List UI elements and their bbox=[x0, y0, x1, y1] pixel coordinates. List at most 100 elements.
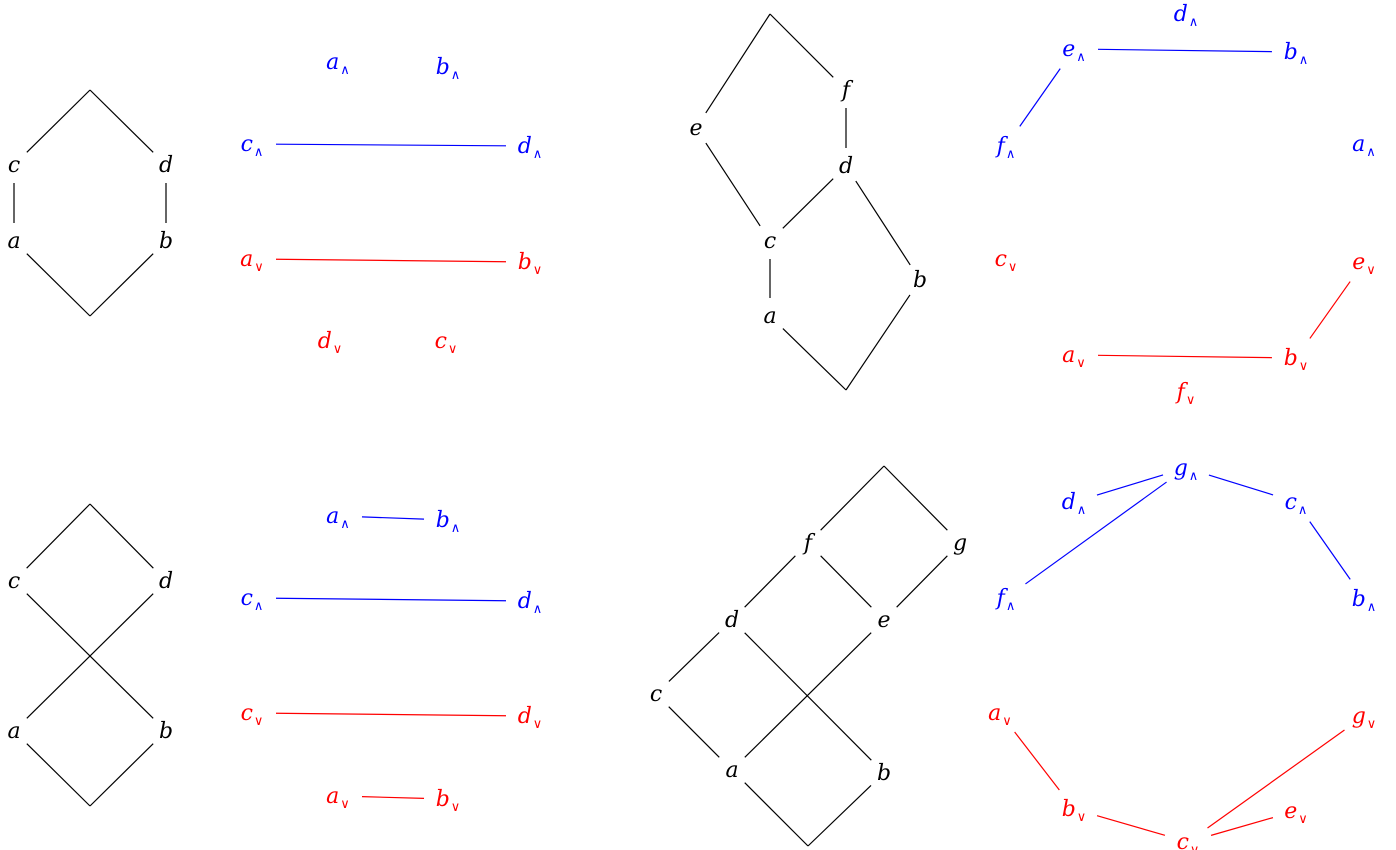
hasse-edge-1-d-b bbox=[855, 180, 911, 266]
graph-node-2-join-b: b∨ bbox=[436, 787, 461, 815]
hasse-node-3-g: g bbox=[953, 531, 967, 556]
graph-edge-3-0-2 bbox=[1208, 474, 1274, 496]
hasse-edge-2-d-a bbox=[26, 593, 154, 719]
graph-edge-3-5-7 bbox=[1014, 731, 1060, 791]
graph-node-1-meet-f: f∧ bbox=[995, 134, 1016, 162]
hasse-edge-0-b-bottom bbox=[89, 253, 154, 317]
hasse-node-1-d: d bbox=[839, 154, 853, 179]
hasse-edge-1-d-c bbox=[782, 178, 834, 229]
graph-edge-1-7-8 bbox=[1097, 354, 1273, 359]
hasse-node-0-d: d bbox=[159, 153, 173, 178]
graph-edge-3-9-6 bbox=[1207, 729, 1345, 829]
graph-node-3-meet-g: g∧ bbox=[1174, 456, 1199, 484]
hasse-node-1-f: f bbox=[840, 78, 854, 103]
graph-node-2-meet-b: b∧ bbox=[436, 508, 461, 536]
graph-node-0-meet-b: b∧ bbox=[436, 55, 461, 83]
hasse-node-3-e: e bbox=[877, 608, 890, 633]
hasse-node-3-a: a bbox=[725, 758, 738, 783]
graph-node-2-join-d: d∨ bbox=[518, 704, 543, 732]
graph-node-1-meet-a: a∧ bbox=[1352, 132, 1376, 160]
hasse-node-2-c: c bbox=[8, 569, 20, 594]
hasse-node-0-b: b bbox=[159, 229, 173, 254]
graph-edge-2-6-7 bbox=[361, 796, 425, 799]
graph-node-3-meet-b: b∧ bbox=[1352, 587, 1377, 615]
graph-edge-1-1-2 bbox=[1097, 48, 1273, 53]
graph-node-1-join-e: e∨ bbox=[1352, 250, 1376, 278]
graph-edge-3-7-9 bbox=[1096, 815, 1166, 836]
graph-node-1-join-f: f∨ bbox=[1175, 380, 1196, 408]
graph-node-1-join-a: a∨ bbox=[1062, 343, 1086, 371]
hasse-edge-3-d-b bbox=[744, 632, 872, 761]
hasse-edge-3-d-c bbox=[668, 632, 720, 682]
hasse-edge-2-top-d bbox=[89, 503, 154, 569]
hasse-node-1-c: c bbox=[764, 229, 776, 254]
graph-node-2-meet-d: d∧ bbox=[518, 589, 543, 617]
graph-edge-1-1-3 bbox=[1019, 68, 1061, 127]
hasse-node-3-d: d bbox=[725, 608, 739, 633]
graph-edge-3-0-3 bbox=[1025, 481, 1167, 585]
hasse-edge-2-b-bottom bbox=[89, 743, 154, 807]
hasse-node-0-a: a bbox=[7, 229, 20, 254]
graph-node-0-meet-c: c∧ bbox=[241, 132, 264, 160]
hasse-node-1-b: b bbox=[913, 268, 927, 293]
hasse-edge-3-a-bottom bbox=[744, 782, 809, 847]
graph-node-2-join-c: c∨ bbox=[241, 701, 264, 729]
graph-node-1-join-b: b∨ bbox=[1284, 346, 1309, 374]
hasse-edge-3-e-a bbox=[744, 632, 872, 758]
hasse-edge-2-top-c bbox=[26, 503, 91, 569]
hasse-edge-1-a-bottom bbox=[782, 328, 847, 391]
hasse-edge-3-top-f bbox=[820, 465, 885, 531]
hasse-node-1-e: e bbox=[689, 116, 702, 141]
hasse-edge-3-g-e bbox=[896, 555, 948, 608]
graph-edge-3-9-8 bbox=[1210, 817, 1274, 836]
graph-node-3-join-c: c∨ bbox=[1177, 830, 1200, 850]
graph-node-1-meet-d: d∧ bbox=[1174, 2, 1199, 30]
graph-edge-3-0-1 bbox=[1096, 474, 1164, 496]
graph-node-1-meet-e: e∧ bbox=[1062, 37, 1086, 65]
hasse-node-3-b: b bbox=[877, 761, 891, 786]
hasse-edge-1-b-bottom bbox=[845, 294, 911, 391]
hasse-edge-1-top-f bbox=[769, 13, 834, 78]
graph-node-1-join-c: c∨ bbox=[995, 247, 1018, 275]
graph-node-3-join-g: g∨ bbox=[1352, 704, 1377, 732]
hasse-edge-0-a-bottom bbox=[26, 253, 91, 317]
graph-node-0-join-c: c∨ bbox=[435, 329, 458, 357]
graph-node-3-join-e: e∨ bbox=[1284, 799, 1308, 827]
graph-edge-0-4-5 bbox=[275, 258, 507, 263]
hasse-edge-2-a-bottom bbox=[26, 743, 91, 807]
graph-edge-2-0-1 bbox=[361, 516, 425, 520]
graph-edge-2-2-3 bbox=[275, 597, 507, 602]
hasse-node-2-d: d bbox=[159, 569, 173, 594]
graph-edge-1-8-6 bbox=[1309, 281, 1351, 339]
graph-node-2-meet-c: c∧ bbox=[241, 586, 264, 614]
graph-node-2-meet-a: a∧ bbox=[326, 504, 350, 532]
graph-node-3-meet-c: c∧ bbox=[1285, 490, 1308, 518]
hasse-edge-3-c-a bbox=[668, 706, 720, 758]
graph-node-1-meet-b: b∧ bbox=[1284, 40, 1309, 68]
graph-node-3-meet-d: d∧ bbox=[1062, 490, 1087, 518]
graph-node-3-join-a: a∨ bbox=[988, 701, 1012, 729]
graph-node-0-meet-a: a∧ bbox=[326, 50, 350, 78]
graph-edge-2-4-5 bbox=[275, 712, 507, 717]
hasse-edge-0-top-d bbox=[89, 89, 154, 153]
hasse-node-3-f: f bbox=[802, 531, 816, 556]
hasse-node-0-c: c bbox=[8, 153, 20, 178]
graph-node-3-meet-f: f∧ bbox=[995, 586, 1016, 614]
hasse-edge-1-top-e bbox=[705, 13, 771, 114]
hasse-edge-3-f-d bbox=[744, 555, 796, 608]
graph-node-0-join-a: a∨ bbox=[240, 247, 264, 275]
hasse-edge-3-f-e bbox=[820, 555, 872, 608]
graph-node-3-join-b: b∨ bbox=[1062, 797, 1087, 825]
hasse-edge-1-e-c bbox=[705, 142, 761, 227]
hasse-edge-3-b-bottom bbox=[807, 785, 872, 847]
graph-node-0-meet-d: d∧ bbox=[518, 134, 543, 162]
graph-edge-0-2-3 bbox=[275, 143, 507, 147]
hasse-node-2-a: a bbox=[7, 719, 20, 744]
hasse-node-3-c: c bbox=[650, 682, 662, 707]
graph-node-0-join-d: d∨ bbox=[318, 329, 343, 357]
graph-node-0-join-b: b∨ bbox=[518, 250, 543, 278]
graph-node-2-join-a: a∨ bbox=[326, 784, 350, 812]
hasse-node-1-a: a bbox=[763, 304, 776, 329]
